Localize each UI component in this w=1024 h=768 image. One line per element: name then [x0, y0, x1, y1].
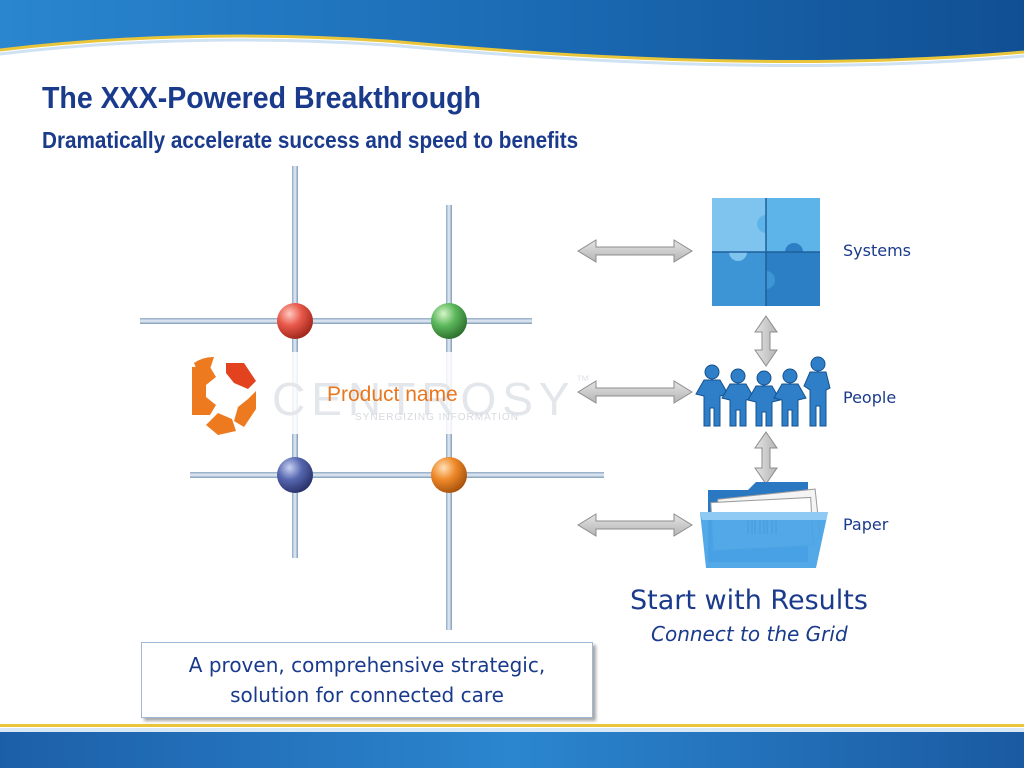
people-chain-icon [695, 356, 831, 427]
node-orange [431, 457, 467, 493]
logo-wordmark: CENTROSY™ [272, 372, 596, 425]
results-title: Start with Results [630, 585, 868, 616]
product-name-label: Product name [327, 383, 458, 406]
callout-line-1: A proven, comprehensive strategic, [188, 653, 546, 677]
folder-documents-icon [700, 482, 828, 568]
arrow-people-icon [577, 380, 693, 404]
callout-line-2: solution for connected care [230, 683, 504, 707]
callout-box: A proven, comprehensive strategic, solut… [141, 642, 593, 718]
results-subtitle: Connect to the Grid [651, 622, 848, 646]
puzzle-icon [710, 196, 822, 308]
systems-label: Systems [843, 241, 911, 260]
arrow-systems-people-icon [754, 315, 778, 367]
node-blue [277, 457, 313, 493]
arrow-systems-icon [577, 239, 693, 263]
slide-subtitle: Dramatically accelerate success and spee… [42, 127, 579, 153]
logo-mark-icon [192, 356, 256, 435]
paper-label: Paper [843, 515, 889, 534]
node-red [277, 303, 313, 339]
arrow-people-paper-icon [754, 431, 778, 485]
arrow-paper-icon [577, 513, 693, 537]
top-banner [0, 0, 1024, 67]
slide-title: The XXX-Powered Breakthrough [42, 80, 481, 115]
logo-tagline: SYNERGIZING INFORMATION [355, 412, 519, 423]
node-green [431, 303, 467, 339]
people-label: People [843, 388, 897, 407]
